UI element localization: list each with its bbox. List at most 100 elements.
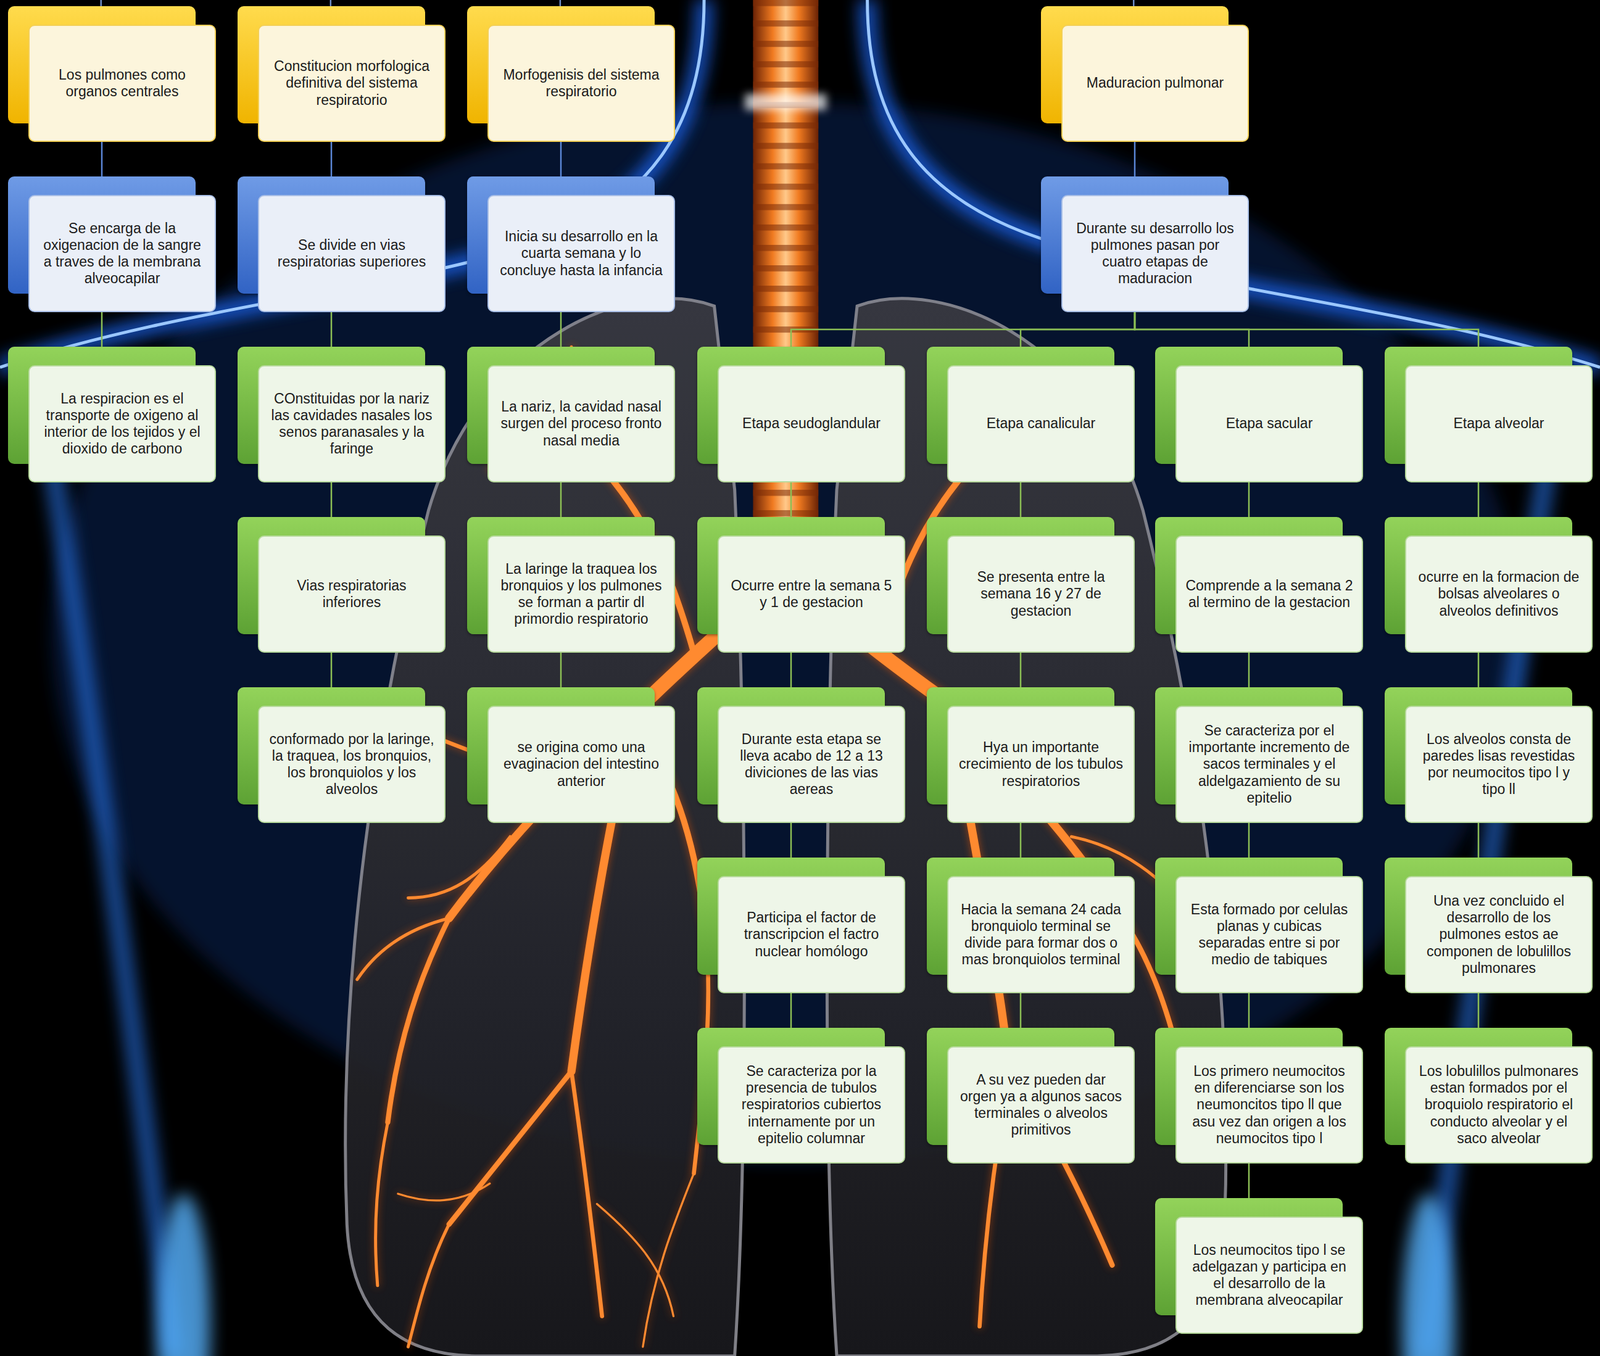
box-text: A su vez pueden dar orgen ya a algunos s… xyxy=(957,1071,1125,1140)
box-text: Se caracteriza por la presencia de tubul… xyxy=(727,1063,896,1148)
concept-box: ocurre en la formacion de bolsas alveola… xyxy=(1405,535,1593,653)
box-text: La respiracion es el transporte de oxige… xyxy=(38,390,207,458)
box-text: conformado por la laringe, la traquea, l… xyxy=(267,731,436,799)
box-text: Se divide en vias respiratorias superior… xyxy=(267,236,436,271)
concept-box: Hya un importante crecimiento de los tub… xyxy=(947,705,1135,824)
box-text: Durante su desarrollo los pulmones pasan… xyxy=(1071,220,1240,288)
concept-box: Los primero neumocitos en diferenciarse … xyxy=(1175,1046,1364,1164)
concept-box: Etapa sacular xyxy=(1175,365,1364,483)
card-face: conformado por la laringe, la traquea, l… xyxy=(257,705,446,824)
concept-box: Constitucion morfologica definitiva del … xyxy=(257,24,446,142)
card-face: Se divide en vias respiratorias superior… xyxy=(257,194,446,313)
concept-box: Etapa canalicular xyxy=(947,365,1135,483)
trachea xyxy=(752,0,819,577)
box-text: Los pulmones como organos centrales xyxy=(38,66,207,100)
trachea-rings xyxy=(752,0,819,577)
concept-box: Participa el factor de transcripcion el … xyxy=(717,876,906,994)
box-text: Hacia la semana 24 cada bronquiolo termi… xyxy=(957,901,1125,969)
card-face: Etapa alveolar xyxy=(1405,365,1593,483)
card-face: Los neumocitos tipo l se adelgazan y par… xyxy=(1175,1216,1364,1335)
light-beam xyxy=(1401,1193,1455,1356)
concept-box: Se caracteriza por el importante increme… xyxy=(1175,705,1364,824)
box-text: Etapa canalicular xyxy=(986,415,1096,432)
concept-box: conformado por la laringe, la traquea, l… xyxy=(257,705,446,824)
card-face: La nariz, la cavidad nasal surgen del pr… xyxy=(487,365,676,483)
concept-box: Maduracion pulmonar xyxy=(1061,24,1249,142)
concept-box: Vias respiratorias inferiores xyxy=(257,535,446,653)
card-face: Maduracion pulmonar xyxy=(1061,24,1249,142)
card-face: Etapa canalicular xyxy=(947,365,1135,483)
card-face: Durante esta etapa se lleva acabo de 12 … xyxy=(717,705,906,824)
box-text: Ocurre entre la semana 5 y 1 de gestacio… xyxy=(727,577,896,611)
card-face: Los pulmones como organos centrales xyxy=(28,24,216,142)
box-text: Etapa seudoglandular xyxy=(742,415,881,432)
box-text: Etapa sacular xyxy=(1226,415,1314,432)
card-face: Una vez concluido el desarrollo de los p… xyxy=(1405,876,1593,994)
box-text: Vias respiratorias inferiores xyxy=(267,577,436,611)
card-face: Durante su desarrollo los pulmones pasan… xyxy=(1061,194,1249,313)
concept-box: Ocurre entre la semana 5 y 1 de gestacio… xyxy=(717,535,906,653)
light-beam xyxy=(157,1193,211,1356)
side-glow xyxy=(40,387,174,1356)
concept-box: La nariz, la cavidad nasal surgen del pr… xyxy=(487,365,676,483)
concept-box: Morfogenisis del sistema respiratorio xyxy=(487,24,676,142)
box-text: se origina como una evaginacion del inte… xyxy=(497,739,666,790)
concept-box: Hacia la semana 24 cada bronquiolo termi… xyxy=(947,876,1135,994)
card-face: Los primero neumocitos en diferenciarse … xyxy=(1175,1046,1364,1164)
box-text: Se presenta entre la semana 16 y 27 de g… xyxy=(957,568,1125,619)
card-face: se origina como una evaginacion del inte… xyxy=(487,705,676,824)
card-face: Hya un importante crecimiento de los tub… xyxy=(947,705,1135,824)
concept-box: La respiracion es el transporte de oxige… xyxy=(28,365,216,483)
card-face: Se presenta entre la semana 16 y 27 de g… xyxy=(947,535,1135,653)
box-text: Los lobulillos pulmonares estan formados… xyxy=(1414,1063,1583,1148)
bronchial-tree xyxy=(357,346,1194,1348)
concept-box: Durante esta etapa se lleva acabo de 12 … xyxy=(717,705,906,824)
card-face: A su vez pueden dar orgen ya a algunos s… xyxy=(947,1046,1135,1164)
concept-box: Se divide en vias respiratorias superior… xyxy=(257,194,446,313)
card-face: Comprende a la semana 2 al termino de la… xyxy=(1175,535,1364,653)
card-face: Se caracteriza por la presencia de tubul… xyxy=(717,1046,906,1164)
body-outline-glow xyxy=(867,0,1600,368)
card-face: La laringe la traquea los bronquios y lo… xyxy=(487,535,676,653)
concept-box: Etapa seudoglandular xyxy=(717,365,906,483)
concept-box: Durante su desarrollo los pulmones pasan… xyxy=(1061,194,1249,313)
box-text: Se caracteriza por el importante increme… xyxy=(1185,722,1354,807)
card-face: Los alveolos consta de paredes lisas rev… xyxy=(1405,705,1593,824)
box-text: La nariz, la cavidad nasal surgen del pr… xyxy=(497,398,666,449)
box-text: ocurre en la formacion de bolsas alveola… xyxy=(1414,568,1583,619)
concept-box: se origina como una evaginacion del inte… xyxy=(487,705,676,824)
box-text: Morfogenisis del sistema respiratorio xyxy=(497,66,666,100)
concept-box: Los pulmones como organos centrales xyxy=(28,24,216,142)
body-outline xyxy=(867,0,1600,368)
concept-box: La laringe la traquea los bronquios y lo… xyxy=(487,535,676,653)
box-text: Se encarga de la oxigenacion de la sangr… xyxy=(38,220,207,288)
concept-box: Se presenta entre la semana 16 y 27 de g… xyxy=(947,535,1135,653)
card-face: Constitucion morfologica definitiva del … xyxy=(257,24,446,142)
box-text: Constitucion morfologica definitiva del … xyxy=(267,58,436,108)
box-text: Inicia su desarrollo en la cuarta semana… xyxy=(497,228,666,279)
card-face: Morfogenisis del sistema respiratorio xyxy=(487,24,676,142)
bronchial-tree-glow xyxy=(357,346,1194,1348)
concept-box: Se encarga de la oxigenacion de la sangr… xyxy=(28,194,216,313)
larynx-highlight xyxy=(744,93,827,110)
concept-box: Etapa alveolar xyxy=(1405,365,1593,483)
card-face: Vias respiratorias inferiores xyxy=(257,535,446,653)
card-face: Los lobulillos pulmonares estan formados… xyxy=(1405,1046,1593,1164)
box-text: Los alveolos consta de paredes lisas rev… xyxy=(1414,731,1583,799)
box-text: Los neumocitos tipo l se adelgazan y par… xyxy=(1185,1242,1354,1310)
card-face: ocurre en la formacion de bolsas alveola… xyxy=(1405,535,1593,653)
box-text: Maduracion pulmonar xyxy=(1086,74,1224,92)
box-text: Durante esta etapa se lleva acabo de 12 … xyxy=(727,731,896,799)
card-face: Hacia la semana 24 cada bronquiolo termi… xyxy=(947,876,1135,994)
card-face: Ocurre entre la semana 5 y 1 de gestacio… xyxy=(717,535,906,653)
box-text: Etapa alveolar xyxy=(1453,415,1544,432)
concept-box: Los lobulillos pulmonares estan formados… xyxy=(1405,1046,1593,1164)
card-face: Inicia su desarrollo en la cuarta semana… xyxy=(487,194,676,313)
concept-box: Esta formado por celulas planas y cubica… xyxy=(1175,876,1364,994)
box-text: Una vez concluido el desarrollo de los p… xyxy=(1414,892,1583,977)
card-face: Etapa seudoglandular xyxy=(717,365,906,483)
card-face: COnstituidas por la nariz las cavidades … xyxy=(257,365,446,483)
box-text: Participa el factor de transcripcion el … xyxy=(727,909,896,960)
